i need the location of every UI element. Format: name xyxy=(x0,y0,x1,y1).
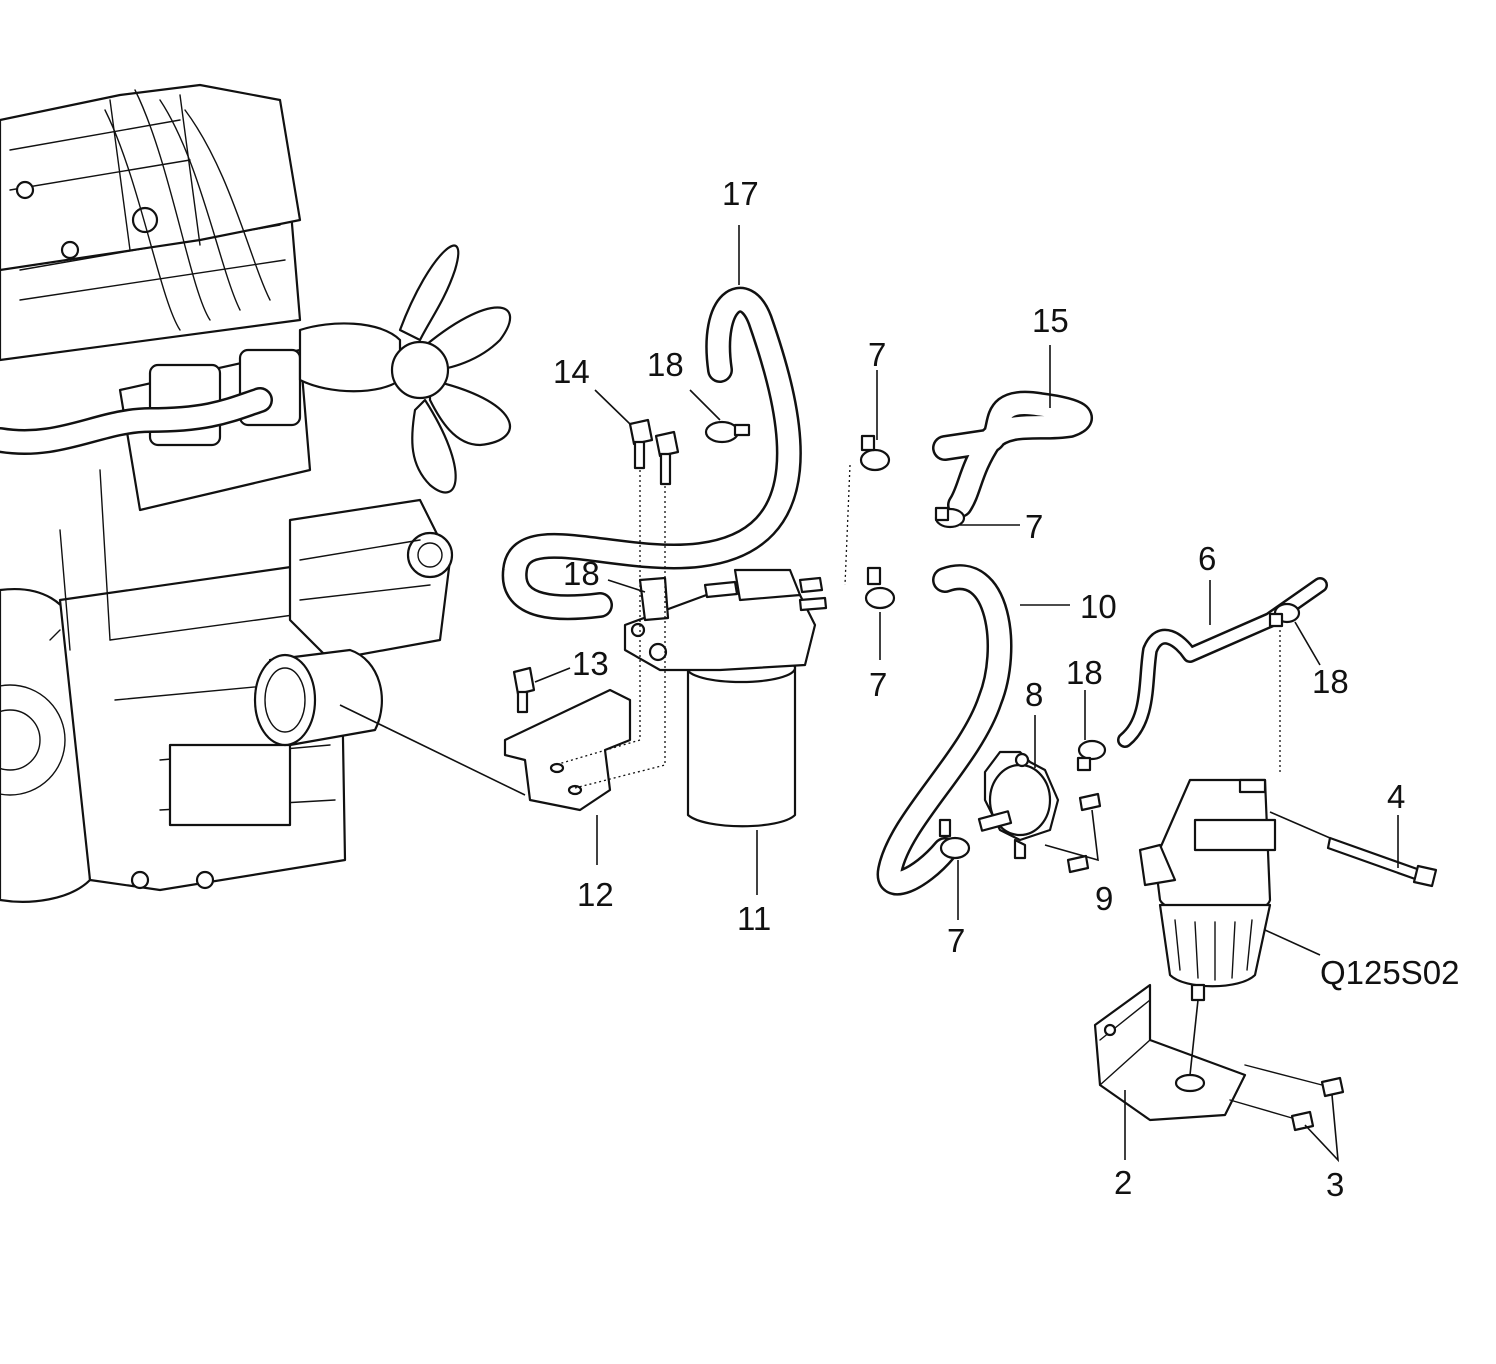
hose-clamp-7-bottom xyxy=(938,818,971,860)
fuel-pump-8 xyxy=(977,750,1060,860)
callout-6: 6 xyxy=(1198,540,1216,577)
callout-7-mid: 7 xyxy=(869,666,887,703)
bolt-14-a xyxy=(628,418,654,470)
hose-clamp-18-top xyxy=(704,420,751,444)
screw-3-a xyxy=(1320,1076,1345,1098)
callout-13: 13 xyxy=(572,645,609,682)
hose-10 xyxy=(876,564,1013,896)
bracket-2 xyxy=(1093,983,1247,1122)
pipe-6 xyxy=(1117,577,1328,748)
fuel-filter-11 xyxy=(623,568,828,828)
long-bolt-4 xyxy=(1326,836,1438,888)
bolt-13 xyxy=(512,666,536,714)
hose-clamp-7-top xyxy=(859,434,891,472)
callout-q125s02: Q125S02 xyxy=(1320,954,1459,991)
hose-clamp-18-right xyxy=(1076,739,1107,772)
callout-15: 15 xyxy=(1032,302,1069,339)
water-separator-assembly xyxy=(1138,778,1277,1002)
hose-17 xyxy=(501,286,802,621)
callout-10: 10 xyxy=(1080,588,1117,625)
callout-labels: 17 14 18 7 15 7 18 10 6 13 7 8 18 18 4 1… xyxy=(553,175,1459,1203)
callout-9: 9 xyxy=(1095,880,1113,917)
callout-18-top: 18 xyxy=(647,346,684,383)
leader-water-separator xyxy=(1264,929,1321,956)
hose-15 xyxy=(932,390,1093,518)
callout-14: 14 xyxy=(553,353,590,390)
callout-2: 2 xyxy=(1114,1164,1132,1201)
hose-clamp-7-right xyxy=(934,506,966,529)
callout-7-top: 7 xyxy=(868,336,886,373)
hose-clamp-7-mid xyxy=(864,566,896,610)
callout-18-far-right: 18 xyxy=(1312,663,1349,700)
callout-7-right: 7 xyxy=(1025,508,1043,545)
hose-clamp-18-far-right xyxy=(1268,602,1301,628)
screw-9-b xyxy=(1066,854,1090,874)
callout-18-right: 18 xyxy=(1066,654,1103,691)
callout-8: 8 xyxy=(1025,676,1043,713)
leader-engine-bracket xyxy=(339,704,526,796)
leader-lines xyxy=(534,225,1399,1163)
callout-11: 11 xyxy=(737,900,771,937)
callout-18-left: 18 xyxy=(563,555,600,592)
bolt-14-b xyxy=(654,430,680,486)
callout-7-bottom: 7 xyxy=(947,922,965,959)
callout-12: 12 xyxy=(577,876,614,913)
engine-oil-filter xyxy=(253,648,383,747)
bracket-12 xyxy=(503,688,632,812)
screw-3-b xyxy=(1290,1110,1315,1132)
engine-assembly xyxy=(0,83,512,903)
callout-3: 3 xyxy=(1326,1166,1344,1203)
cooling-fan xyxy=(390,244,512,494)
screw-9-a xyxy=(1078,792,1102,812)
callout-4: 4 xyxy=(1387,778,1405,815)
callout-17: 17 xyxy=(722,175,759,212)
